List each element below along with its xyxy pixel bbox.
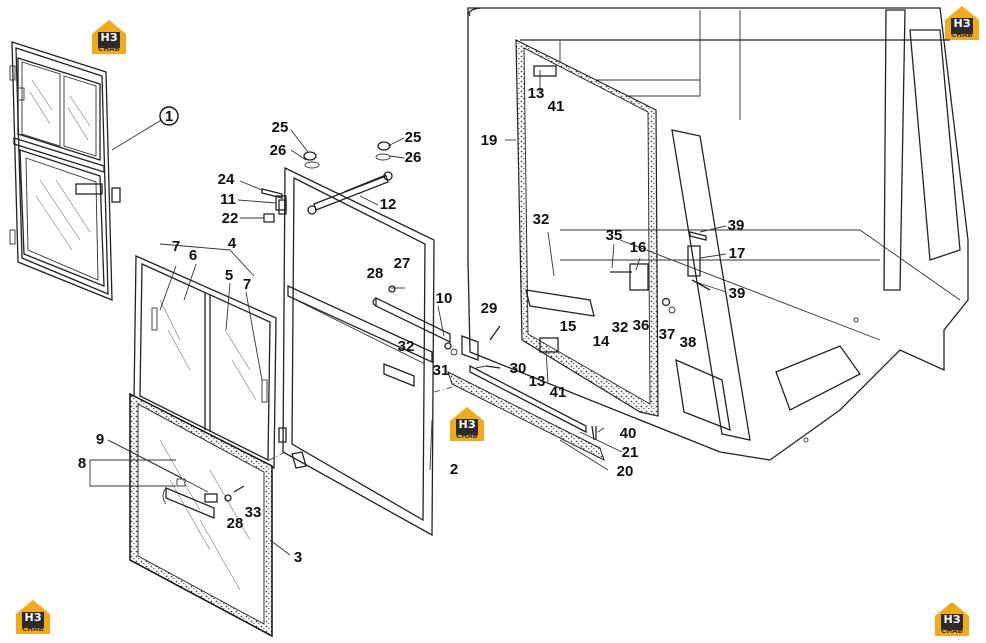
callout-14: 14 xyxy=(593,333,610,350)
callout-10: 10 xyxy=(436,290,453,307)
callout-1: 1 xyxy=(165,108,173,125)
callout-26-left: 26 xyxy=(270,142,287,159)
logo-top-right: НЗ СНАБ xyxy=(945,6,979,40)
door-assembly xyxy=(9,41,121,301)
callout-28-top: 28 xyxy=(367,265,384,282)
sliding-window xyxy=(133,255,277,470)
callout-1-circle xyxy=(159,106,179,126)
logo-bottom-right: НЗ СНАБ xyxy=(935,602,969,636)
callout-38: 38 xyxy=(680,334,697,351)
callout-37: 37 xyxy=(659,326,676,343)
callout-7-right: 7 xyxy=(243,276,251,293)
callout-32-center: 32 xyxy=(533,211,550,228)
callout-20: 20 xyxy=(617,463,634,480)
callout-17: 17 xyxy=(729,245,746,262)
callout-41-top: 41 xyxy=(548,98,565,115)
callout-7-left: 7 xyxy=(172,238,180,255)
callout-9: 9 xyxy=(96,431,104,448)
cab-body xyxy=(467,7,969,461)
callout-6: 6 xyxy=(189,247,197,264)
callout-32-right: 32 xyxy=(612,319,629,336)
callout-24: 24 xyxy=(218,171,235,188)
callout-41-bottom: 41 xyxy=(550,384,567,401)
callout-25-left: 25 xyxy=(272,119,289,136)
callout-33: 33 xyxy=(245,504,262,521)
logo-middle: НЗ СНАБ xyxy=(450,407,484,441)
door-frame xyxy=(249,166,471,537)
leader-lines xyxy=(89,70,727,556)
callout-12: 12 xyxy=(380,196,397,213)
svg-text:СНАБ: СНАБ xyxy=(951,31,973,39)
svg-text:НЗ: НЗ xyxy=(100,31,117,44)
callout-4: 4 xyxy=(228,235,237,252)
callout-11: 11 xyxy=(220,191,236,208)
callout-29: 29 xyxy=(481,300,498,317)
callout-30: 30 xyxy=(510,360,527,377)
callout-13-bottom: 13 xyxy=(529,373,546,390)
callout-13-top: 13 xyxy=(528,85,545,102)
svg-text:НЗ: НЗ xyxy=(24,611,41,624)
lower-pane xyxy=(129,392,273,638)
logo-top-left: НЗ СНАБ xyxy=(92,20,126,54)
callout-16: 16 xyxy=(630,239,647,256)
callout-39-top: 39 xyxy=(728,217,745,234)
callout-22: 22 xyxy=(222,210,239,227)
callout-40: 40 xyxy=(620,425,637,442)
callout-2: 2 xyxy=(450,461,458,478)
small-parts xyxy=(224,141,605,502)
callout-27: 27 xyxy=(394,255,411,272)
callout-3: 3 xyxy=(294,549,302,566)
callout-31: 31 xyxy=(433,362,450,379)
callout-5: 5 xyxy=(225,267,233,284)
svg-text:СНАБ: СНАБ xyxy=(456,432,478,440)
callout-36: 36 xyxy=(633,317,650,334)
callout-39-bottom: 39 xyxy=(729,285,746,302)
callout-8: 8 xyxy=(78,455,86,472)
callout-35: 35 xyxy=(606,227,623,244)
callout-26-right: 26 xyxy=(405,149,422,166)
svg-text:НЗ: НЗ xyxy=(953,17,970,30)
svg-text:НЗ: НЗ xyxy=(943,613,960,626)
svg-text:НЗ: НЗ xyxy=(458,418,475,431)
svg-text:СНАБ: СНАБ xyxy=(941,627,963,635)
svg-text:СНАБ: СНАБ xyxy=(22,625,44,633)
svg-text:СНАБ: СНАБ xyxy=(98,45,120,53)
callout-15: 15 xyxy=(560,318,577,335)
callout-21: 21 xyxy=(622,444,639,461)
callout-19: 19 xyxy=(481,132,498,149)
callout-28-bottom: 28 xyxy=(227,515,244,532)
callout-labels: 1 2 3 4 5 6 7 7 8 9 10 11 12 13 13 14 15… xyxy=(78,85,746,566)
logo-bottom-left: НЗ СНАБ xyxy=(16,600,50,634)
callout-25-right: 25 xyxy=(405,129,422,146)
callout-32-left: 32 xyxy=(398,338,415,355)
